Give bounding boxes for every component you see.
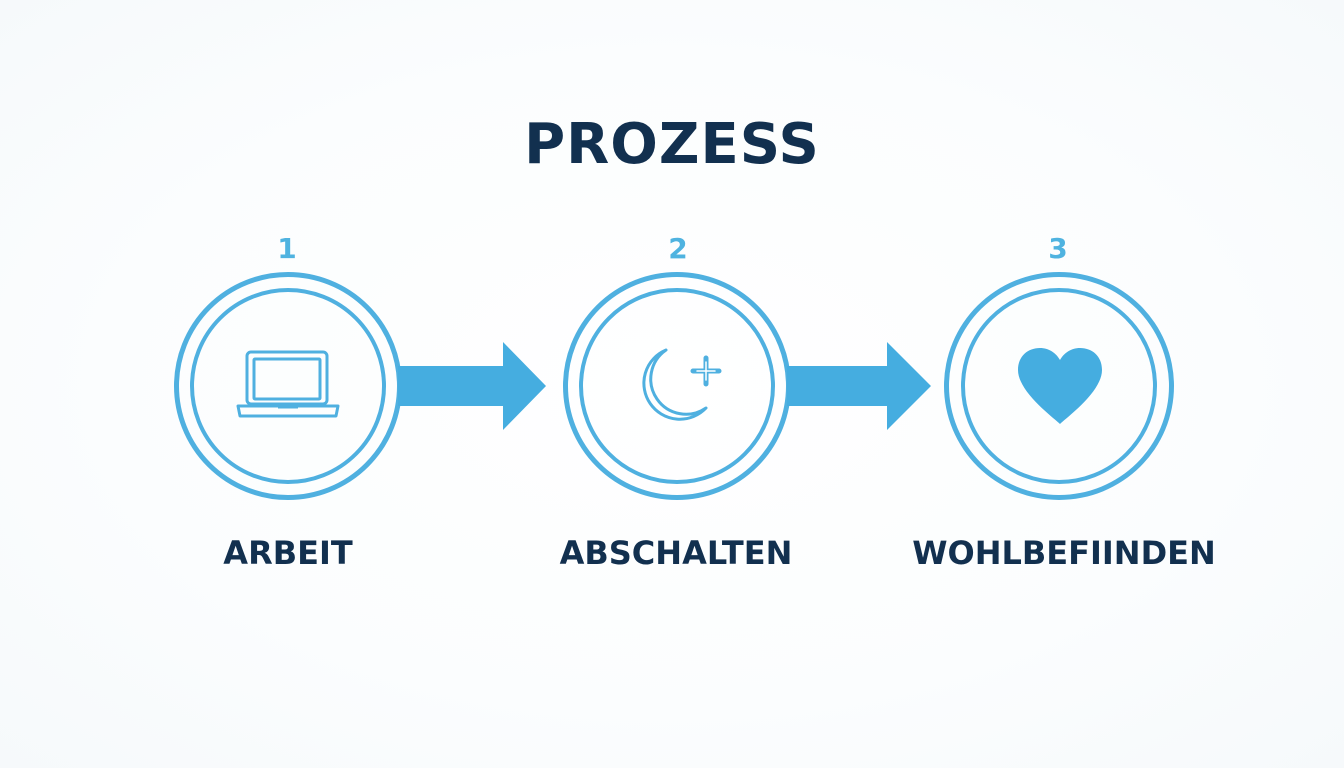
laptop-icon bbox=[236, 350, 340, 418]
step-2-inner-ring bbox=[579, 288, 775, 484]
step-3-inner-ring bbox=[961, 288, 1157, 484]
step-2-label: ABSCHALTEN bbox=[559, 534, 793, 572]
arrow-2-to-3 bbox=[787, 342, 931, 430]
step-2-number: 2 bbox=[668, 232, 688, 265]
heart-icon bbox=[1018, 348, 1102, 424]
step-3-outer-ring bbox=[944, 272, 1174, 500]
diagram-title: PROZESS bbox=[524, 112, 820, 177]
step-1-number: 1 bbox=[277, 232, 297, 265]
step-1-label: ARBEIT bbox=[223, 534, 353, 572]
moon-sparkle-icon bbox=[642, 348, 722, 421]
step-1-inner-ring bbox=[190, 288, 386, 484]
step-3-label: WOHLBEFIINDEN bbox=[912, 534, 1216, 572]
arrow-1-to-2 bbox=[398, 342, 546, 430]
step-3-number: 3 bbox=[1048, 232, 1068, 265]
